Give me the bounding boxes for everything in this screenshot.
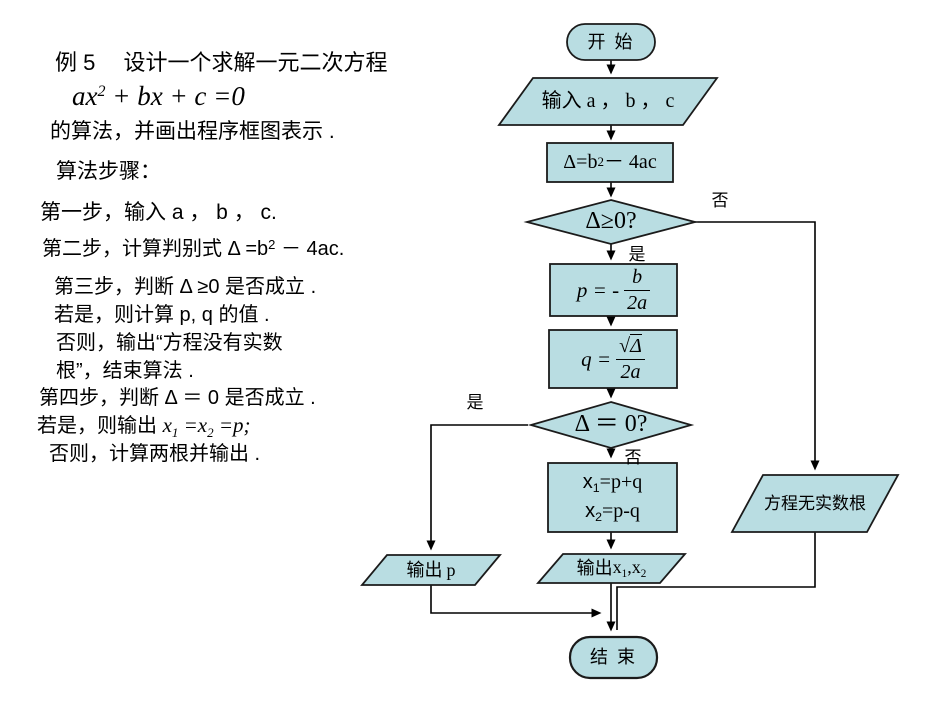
math-sub1: 1 [171,425,179,440]
line-cond1-no-branch [695,221,820,471]
start-terminator-shape [566,23,656,61]
step3-line3: 否则，输出“方程没有实数 [56,332,283,354]
quadratic-equation: ax2 + bx + c =0 [72,80,245,112]
input-parallelogram-shape [497,77,719,126]
line-cond2-yes-branch [426,424,528,551]
step2-exponent: 2 [268,237,276,252]
end-terminator-shape [568,635,659,680]
output-x-parallelogram-shape [536,553,687,584]
roots-process-shape [547,462,678,533]
example-title: 例 5 设计一个求解一元二次方程 [55,50,388,75]
step3-line4: 根”，结束算法 . [56,360,194,382]
step4-line2: 若是，则输出 x1 =x2 =p; [37,413,251,441]
algorithm-request-line: 的算法，并画出程序框图表示 . [50,120,335,143]
step4-math: x1 =x2 =p; [162,413,251,440]
line-noreal-to-end [616,532,816,630]
math-mid: =x [178,413,208,437]
p-process-shape [549,263,678,317]
step2-suffix: － 4ac. [275,238,345,260]
step2-line: 第二步，计算判别式 Δ =b2 － 4ac. [42,237,344,261]
math-end: =p; [213,413,251,437]
equation-base: ax [72,81,98,111]
output-p-parallelogram-shape [360,554,502,586]
step3-line2: 若是，则计算 p, q 的值 . [54,304,270,326]
step3-line1: 第三步，判断 Δ ≥0 是否成立 . [54,276,317,298]
equation-exponent: 2 [97,83,106,100]
step4-line3: 否则，计算两根并输出 . [49,443,261,465]
delta-process-shape [546,142,674,183]
flow-connectors [426,60,820,632]
math-x: x [162,413,172,437]
step4-prefix: 若是，则输出 [37,415,163,437]
cond1-decision-shape [523,199,699,245]
cond2-decision-shape [527,401,695,449]
step2-prefix: 第二步，计算判别式 Δ =b [42,238,269,260]
steps-heading: 算法步骤： [56,160,161,183]
no-real-parallelogram-shape [730,474,900,533]
q-process-shape [548,329,678,389]
step4-line1: 第四步，判断 Δ ＝ 0 是否成立 . [39,387,316,409]
math-sub2: 2 [207,425,214,440]
line-outputp-to-junction [430,585,602,618]
step1-line: 第一步，输入 a ， b ， c. [40,201,277,224]
equation-rest: + bx + c =0 [105,81,245,111]
